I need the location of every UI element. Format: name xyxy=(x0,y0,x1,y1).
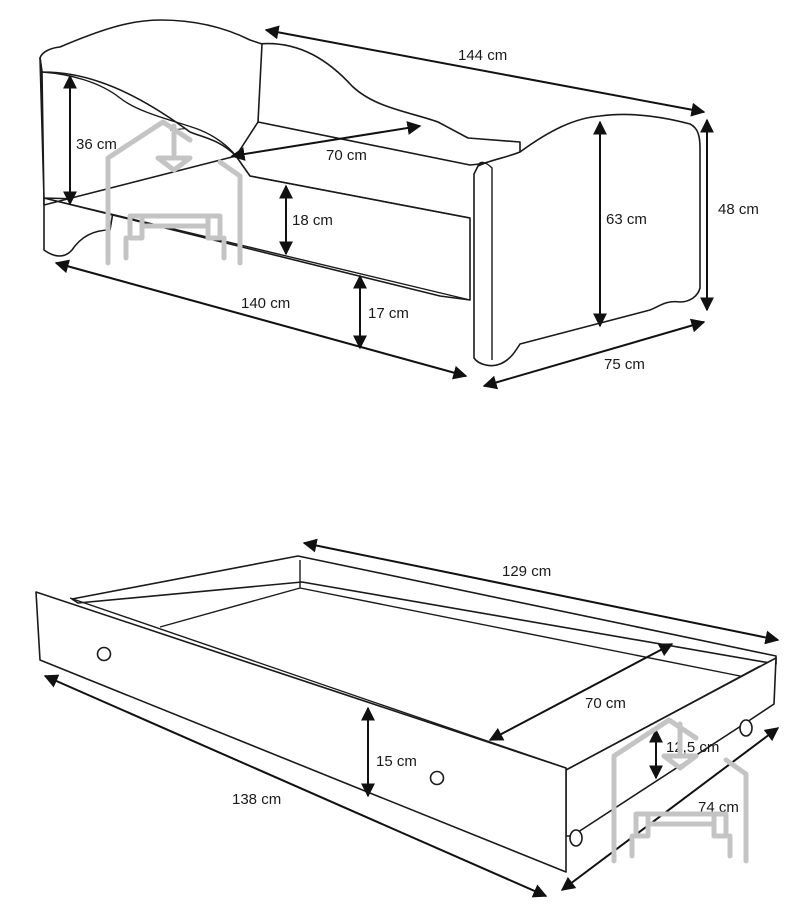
dim-line-144 xyxy=(264,25,706,117)
dim-line-129 xyxy=(302,538,780,645)
drawer-front-panel xyxy=(35,591,567,873)
drawer-wheel-back xyxy=(739,719,753,737)
label-drawer-width-inner: 70 cm xyxy=(585,695,626,712)
label-bed-frame-height: 48 cm xyxy=(718,201,759,218)
house-sofa-icon xyxy=(611,717,749,864)
drawer-handle-hole-left xyxy=(96,646,112,662)
dim-line-75 xyxy=(482,318,706,390)
label-bed-side-height: 18 cm xyxy=(292,212,333,229)
dim-line-70-bed xyxy=(230,121,422,161)
house-sofa-icon xyxy=(105,119,243,266)
bed-left-headboard xyxy=(39,19,263,157)
label-drawer-height: 15 cm xyxy=(376,753,417,770)
bed-rail-top-edge xyxy=(249,175,471,219)
label-bed-backrest-height: 36 cm xyxy=(76,136,117,153)
dim-line-138 xyxy=(43,674,548,898)
label-bed-length-outer: 144 cm xyxy=(458,47,507,64)
drawer-inner-floor xyxy=(299,587,761,681)
label-bed-width: 75 cm xyxy=(604,356,645,373)
dim-line-70-drawer xyxy=(488,643,674,741)
label-bed-length-inner: 140 cm xyxy=(241,295,290,312)
drawer-handle-hole-right xyxy=(429,770,445,786)
bed-left-headboard-edge xyxy=(41,71,237,157)
dim-line-140 xyxy=(54,259,468,380)
label-drawer-length-inner: 129 cm xyxy=(502,563,551,580)
drawer-wheel-front xyxy=(569,829,583,847)
bed-right-footboard-inner xyxy=(477,161,493,360)
dim-line-74 xyxy=(560,727,780,891)
label-bed-total-height: 63 cm xyxy=(606,211,647,228)
label-drawer-length-outer: 138 cm xyxy=(232,791,281,808)
drawer-dimensions: 129 cm 70 cm 15 cm 12,5 cm 138 cm 74 cm xyxy=(43,538,780,898)
label-drawer-height-wheels: 12,5 cm xyxy=(666,739,719,756)
label-bed-clearance: 17 cm xyxy=(368,305,409,322)
bed-dimensions: 144 cm 36 cm 70 cm 18 cm 63 cm 48 cm 140… xyxy=(54,25,759,390)
label-bed-mattress-width: 70 cm xyxy=(326,147,367,164)
